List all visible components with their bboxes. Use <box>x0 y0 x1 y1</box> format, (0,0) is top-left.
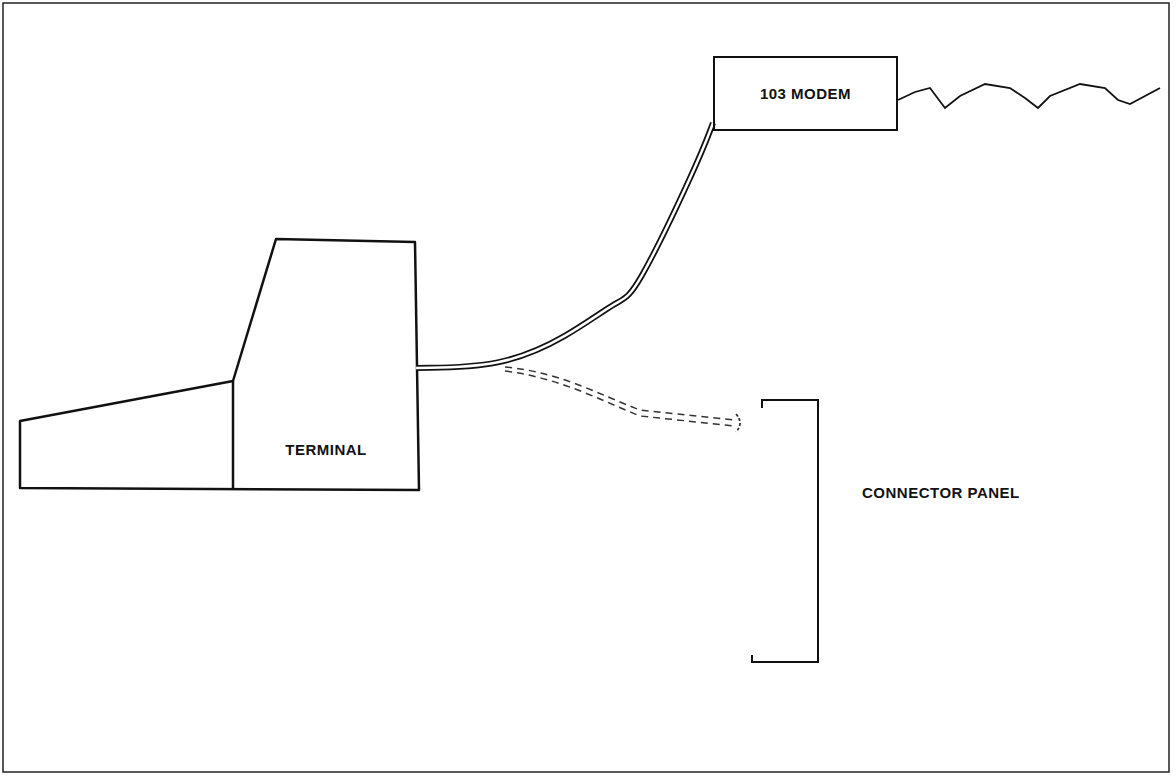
node-label: 103 MODEM <box>760 85 851 102</box>
cable-inner <box>416 123 713 368</box>
alternate-cable <box>505 371 735 426</box>
phone-line <box>898 84 1160 108</box>
frame-border <box>3 3 1169 772</box>
terminal-cable <box>416 123 713 368</box>
panel-label: CONNECTOR PANEL <box>862 484 1020 501</box>
cable-outer <box>416 123 713 368</box>
terminal-unit: TERMINAL <box>236 245 416 488</box>
connector-panel-bracket <box>752 400 818 662</box>
modem-box: 103 MODEM <box>713 56 898 131</box>
terminal-divider <box>232 381 235 490</box>
alternate-cable <box>505 367 735 420</box>
alternate-plug <box>736 414 740 432</box>
node-label: TERMINAL <box>285 441 367 458</box>
terminal-outline <box>20 239 419 490</box>
